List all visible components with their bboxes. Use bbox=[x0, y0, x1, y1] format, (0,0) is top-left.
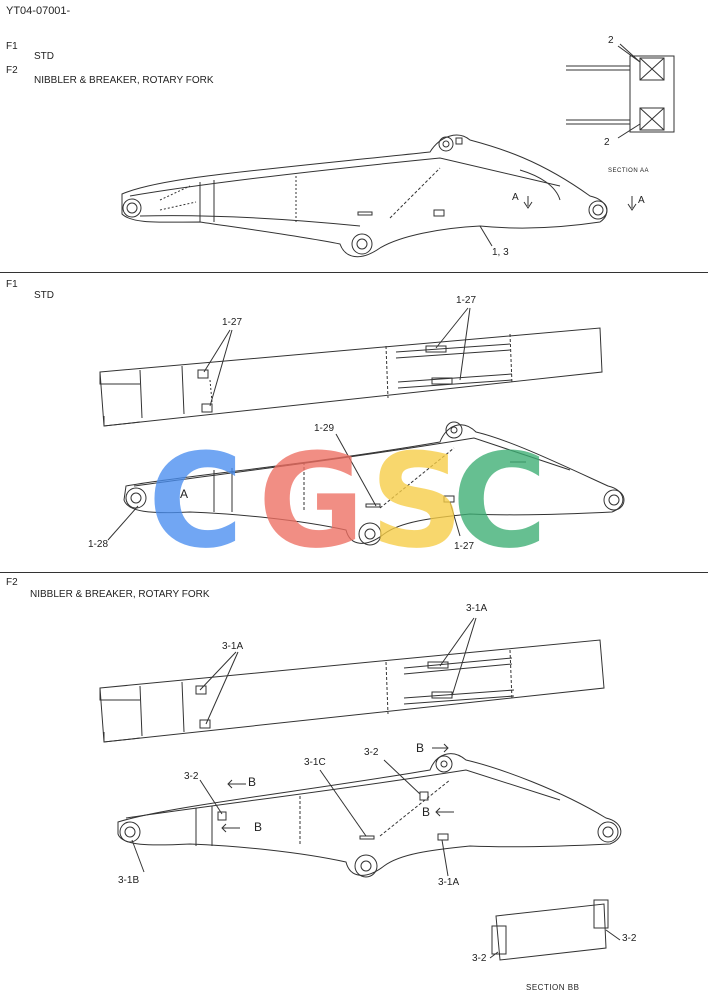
callout-1-27-right: 1-27 bbox=[456, 295, 477, 306]
callout-3-1c: 3-1C bbox=[304, 757, 326, 768]
section-bb-title: SECTION BB bbox=[526, 983, 580, 992]
arrow-a-label-right: A bbox=[638, 195, 645, 206]
arrow-b-label-mid: B bbox=[422, 805, 431, 819]
arrow-b-label-1: B bbox=[248, 775, 257, 789]
callout-1-27-bottom: 1-27 bbox=[454, 541, 475, 552]
callout-3-2-left: 3-2 bbox=[184, 771, 199, 782]
figure-label-f2: F2 bbox=[6, 65, 18, 76]
section-a-label: A bbox=[180, 487, 189, 501]
arrow-a-label-left: A bbox=[512, 192, 519, 203]
callout-3-2-bottom: 3-2 bbox=[472, 953, 487, 964]
std-label: STD bbox=[34, 51, 54, 62]
boom-top-view-2 bbox=[99, 327, 603, 427]
callout-1-29: 1-29 bbox=[314, 423, 335, 434]
arrow-b-label-top: B bbox=[416, 741, 425, 755]
arrow-b-label-left: B bbox=[254, 820, 263, 834]
callout-1-28: 1-28 bbox=[88, 539, 109, 550]
section-aa-title: SECTION AA bbox=[608, 168, 650, 174]
figure-label-f2-option: F2 bbox=[6, 577, 18, 588]
boom-side-view-2 bbox=[123, 421, 625, 546]
figure-label-f1: F1 bbox=[6, 41, 18, 52]
section-bb-detail bbox=[489, 899, 621, 961]
document-code: YT04-07001- bbox=[6, 5, 71, 17]
boom-top-view-3 bbox=[99, 639, 605, 743]
callout-3-2-right: 3-2 bbox=[622, 933, 637, 944]
section-aa-detail bbox=[566, 45, 675, 211]
watermark-letter-c1: C bbox=[148, 425, 244, 577]
callout-3-1b: 3-1B bbox=[118, 875, 140, 886]
watermark-letter-c2: C bbox=[452, 425, 548, 577]
callout-1-3: 1, 3 bbox=[492, 247, 509, 258]
option-label: NIBBLER & BREAKER, ROTARY FORK bbox=[34, 75, 214, 86]
option-label-2: NIBBLER & BREAKER, ROTARY FORK bbox=[30, 589, 210, 600]
watermark-letter-s: S bbox=[370, 425, 464, 577]
callout-2-top: 2 bbox=[608, 35, 614, 46]
figure-label-f1-std: F1 bbox=[6, 279, 18, 290]
watermark-letter-g: G bbox=[258, 425, 365, 577]
callout-1-27-left: 1-27 bbox=[222, 317, 243, 328]
boom-side-view-1 bbox=[121, 134, 608, 258]
callout-2-bottom: 2 bbox=[604, 137, 610, 148]
callout-3-1a-bottom: 3-1A bbox=[438, 877, 460, 888]
boom-side-view-3 bbox=[117, 743, 622, 878]
callout-3-1a-right: 3-1A bbox=[466, 603, 488, 614]
callout-3-2-mid: 3-2 bbox=[364, 747, 379, 758]
std-label-2: STD bbox=[34, 290, 54, 301]
callout-3-1a-left: 3-1A bbox=[222, 641, 244, 652]
leader-lines bbox=[107, 43, 641, 877]
